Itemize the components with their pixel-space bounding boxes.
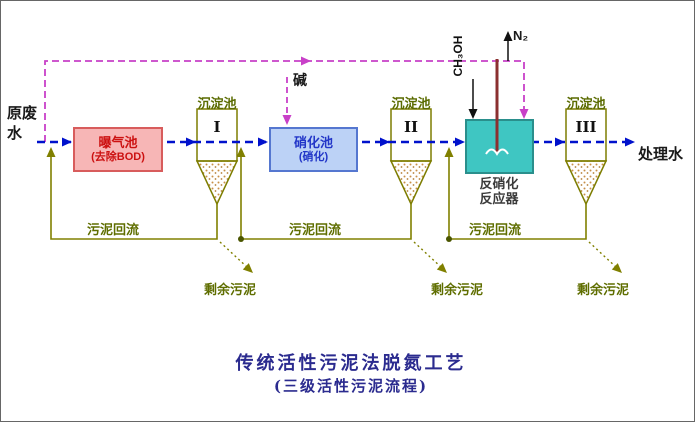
methanol-arrow: [468, 79, 478, 119]
denitrification-reactor-name2: 反应器: [479, 191, 519, 206]
denitrification-reactor-name: 反硝化: [479, 176, 519, 191]
influent-label: 原废水: [7, 105, 38, 142]
recycle-line: [44, 56, 529, 142]
aeration-tank: 曝气池 (去除BOD): [73, 127, 163, 172]
nitrification-tank: 硝化池 (硝化): [269, 127, 358, 172]
clarifier-1-numeral: I: [213, 118, 221, 136]
alkali-arrow: [282, 77, 292, 125]
clarifier-3-numeral: III: [575, 118, 597, 136]
stirrer-icon: [485, 59, 509, 156]
excess-sludge-label-3: 剩余污泥: [577, 282, 630, 297]
clarifier-funnel-3: [564, 108, 608, 206]
clarifier-funnel-1: [195, 108, 239, 206]
clarifier-2-label: 沉淀池: [391, 96, 431, 111]
denitrification-reactor-label: 反硝化 反应器: [464, 176, 534, 206]
methanol-label: CH₃OH: [451, 35, 465, 77]
excess-sludge-label-1: 剩余污泥: [204, 282, 257, 297]
aeration-tank-name: 曝气池: [98, 134, 138, 150]
aeration-tank-subtitle: (去除BOD): [91, 150, 145, 163]
clarifier-3-label: 沉淀池: [566, 96, 606, 111]
alkali-label: 碱: [293, 72, 307, 88]
diagram-subtitle: (三级活性污泥流程): [273, 377, 429, 395]
nitrification-tank-name: 硝化池: [293, 134, 333, 150]
nitrogen-arrow: [503, 31, 513, 61]
clarifier-funnel-2: [389, 108, 433, 206]
nitrogen-label: N₂: [513, 28, 529, 43]
sludge-return-label-1: 污泥回流: [87, 222, 140, 237]
clarifier-2-numeral: II: [403, 118, 419, 136]
diagram-title: 传统活性污泥法脱氮工艺: [235, 353, 467, 374]
sludge-return-label-2: 污泥回流: [289, 222, 342, 237]
nitrification-tank-subtitle: (硝化): [298, 150, 329, 163]
excess-sludge-lines: [219, 241, 622, 273]
effluent-label: 处理水: [638, 146, 684, 163]
sludge-return-lines: [46, 147, 587, 242]
excess-sludge-label-2: 剩余污泥: [431, 282, 484, 297]
clarifier-1-label: 沉淀池: [197, 96, 237, 111]
denitrification-reactor-box: [465, 119, 534, 174]
sludge-return-label-3: 污泥回流: [469, 222, 522, 237]
